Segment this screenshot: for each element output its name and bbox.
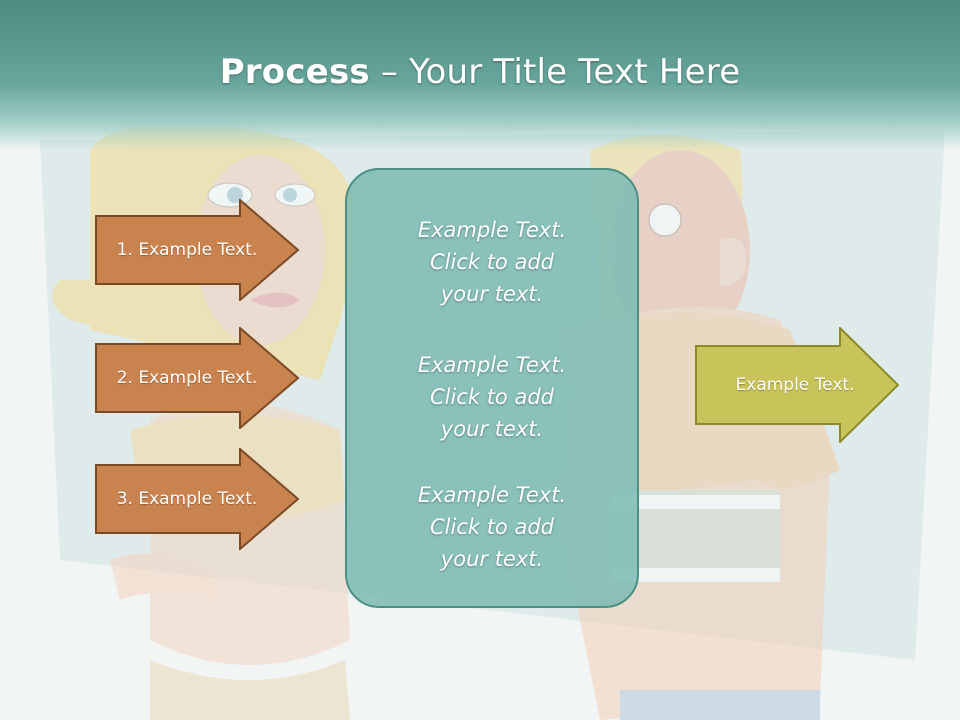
right-arrow[interactable]: Example Text. bbox=[695, 327, 900, 443]
center-text-block-1[interactable]: Example Text. Click to add your text. bbox=[347, 214, 637, 310]
arrow-shape bbox=[95, 448, 300, 550]
center-text-line: your text. bbox=[440, 417, 544, 441]
center-text-line: Example Text. bbox=[417, 218, 567, 242]
left-arrow-label: 3. Example Text. bbox=[116, 489, 258, 509]
left-arrow-label: 2. Example Text. bbox=[116, 368, 258, 388]
arrow-shape bbox=[95, 327, 300, 429]
left-arrow-3[interactable]: 3. Example Text. bbox=[95, 448, 300, 550]
title-bold: Process bbox=[219, 52, 370, 92]
center-text-line: Click to add bbox=[429, 515, 554, 539]
arrow-shape bbox=[95, 199, 300, 301]
center-text-line: your text. bbox=[440, 282, 544, 306]
center-text-box[interactable]: Example Text. Click to add your text. Ex… bbox=[345, 168, 639, 608]
slide-title[interactable]: Process – Your Title Text Here bbox=[0, 52, 960, 92]
center-text-block-3[interactable]: Example Text. Click to add your text. bbox=[347, 479, 637, 575]
arrow-shape bbox=[695, 327, 900, 443]
title-rest: – Your Title Text Here bbox=[369, 52, 741, 92]
title-band bbox=[0, 0, 960, 150]
center-text-line: Example Text. bbox=[417, 483, 567, 507]
center-text-block-2[interactable]: Example Text. Click to add your text. bbox=[347, 349, 637, 445]
center-text-line: Example Text. bbox=[417, 353, 567, 377]
right-arrow-label: Example Text. bbox=[735, 375, 855, 395]
left-arrow-1[interactable]: 1. Example Text. bbox=[95, 199, 300, 301]
center-text-line: Click to add bbox=[429, 250, 554, 274]
center-text-line: your text. bbox=[440, 547, 544, 571]
left-arrow-2[interactable]: 2. Example Text. bbox=[95, 327, 300, 429]
center-text-line: Click to add bbox=[429, 385, 554, 409]
left-arrow-label: 1. Example Text. bbox=[116, 240, 258, 260]
